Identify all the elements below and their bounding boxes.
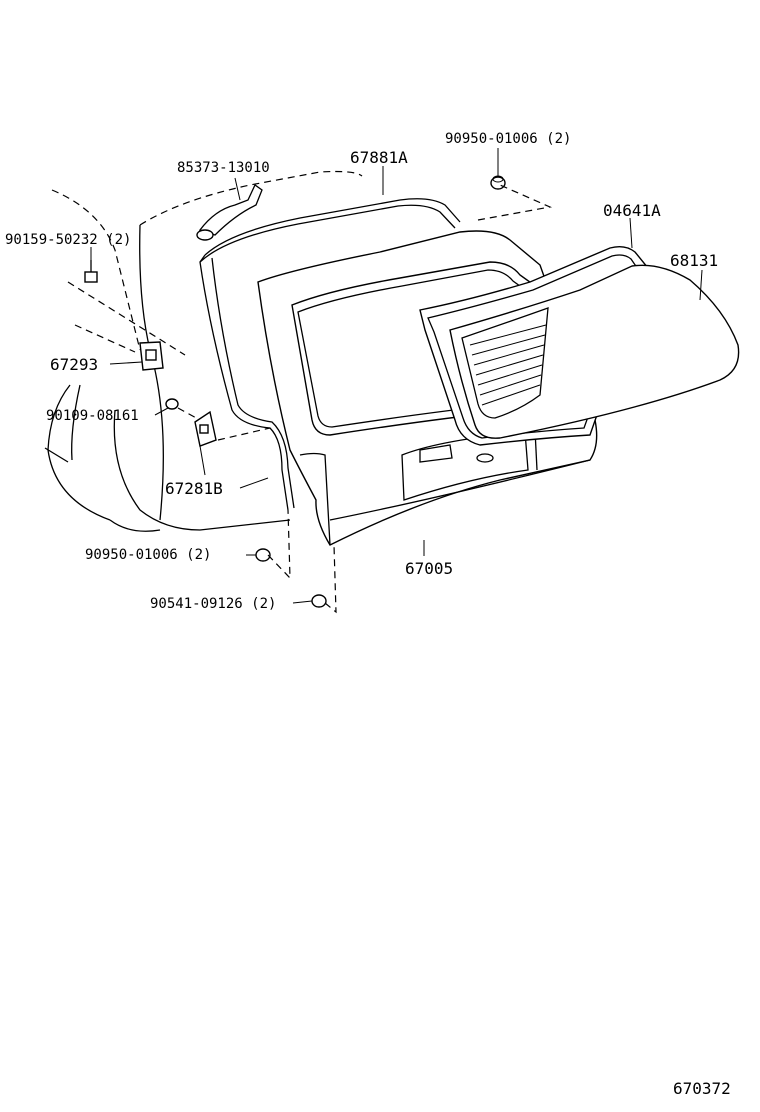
callout-90950-01006-top: 90950-01006 (2) xyxy=(445,131,571,147)
callout-67005: 67005 xyxy=(405,559,453,578)
callout-67281B: 67281B xyxy=(165,479,223,498)
bracket-67293 xyxy=(139,341,164,371)
callout-67293: 67293 xyxy=(50,355,98,374)
back-window-glass-68131 xyxy=(449,264,740,439)
clip-90541-09126 xyxy=(311,594,327,608)
callout-04641A: 04641A xyxy=(603,201,661,220)
figure-number: 670372 xyxy=(673,1079,731,1098)
callout-67881A: 67881A xyxy=(350,148,408,167)
callout-68131: 68131 xyxy=(670,251,718,270)
bolt-90109-08161 xyxy=(165,398,201,421)
callout-85373-13010: 85373-13010 xyxy=(177,160,270,176)
callout-90159-50232: 90159-50232 (2) xyxy=(5,232,131,248)
defogger-lines xyxy=(469,324,547,406)
clip-90950-01006-top xyxy=(490,175,506,190)
weatherstrip-67881A xyxy=(199,198,461,511)
stay-85373-13010 xyxy=(196,184,263,241)
assembly-lines xyxy=(217,184,553,614)
callout-90109-08161: 90109-08161 xyxy=(46,408,139,424)
hinge-67281B xyxy=(194,410,217,447)
bolt-90159-50232 xyxy=(84,260,98,283)
callout-90950-01006-bottom: 90950-01006 (2) xyxy=(85,547,211,563)
clip-90950-01006-bottom xyxy=(255,548,271,562)
leader-lines xyxy=(90,148,703,604)
callout-90541-09126: 90541-09126 (2) xyxy=(150,596,276,612)
